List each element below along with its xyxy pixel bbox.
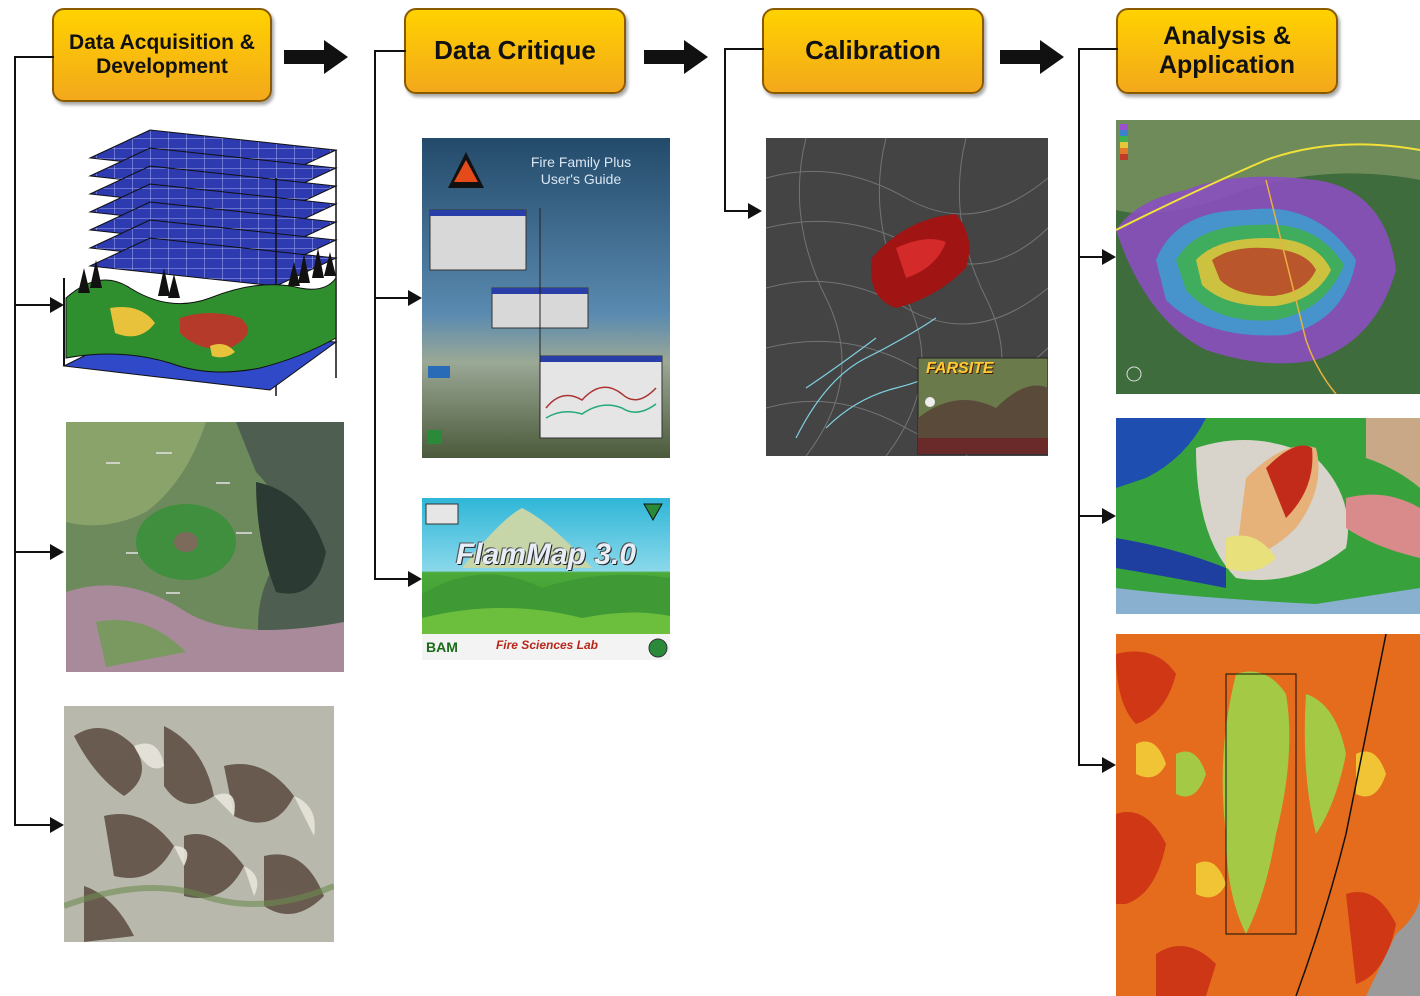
connector-line (1078, 48, 1118, 50)
connector-line (724, 48, 726, 212)
flammap-title: FlamMap 3.0 (455, 538, 637, 571)
connector-line (14, 56, 54, 58)
stage-data-acquisition: Data Acquisition & Development (52, 8, 272, 102)
farsite-title: FARSITE (926, 360, 994, 377)
stage-data-critique: Data Critique (404, 8, 626, 94)
flammap-lab: Fire Sciences Lab (495, 638, 599, 652)
stage-label: Calibration (805, 35, 941, 66)
connector-arrowhead (1102, 249, 1116, 265)
satellite-map-image (66, 422, 344, 672)
connector-arrowhead (50, 297, 64, 313)
stage-label-line2: Application (1158, 51, 1296, 79)
title-line2: User's Guide (540, 170, 622, 187)
stage-label-line1: Data Acquisition & (69, 30, 255, 54)
connector-line (1078, 515, 1104, 517)
connector-line (14, 824, 54, 826)
fire-progression-satellite-map (1116, 120, 1420, 394)
fire-behavior-3d-terrain (1116, 418, 1420, 614)
stage-label-line2: Development (96, 55, 228, 78)
connector-line (14, 551, 54, 553)
connector-arrowhead (1102, 757, 1116, 773)
flow-arrow-2 (644, 40, 708, 74)
stage-label-line1: Analysis & (1163, 22, 1291, 51)
connector-line (1078, 48, 1080, 766)
stage-calibration: Calibration (762, 8, 984, 94)
connector-line (374, 578, 410, 580)
flammap-splash: BAM FlamMap 3.0 Fire Sciences Lab (422, 498, 670, 660)
connector-line (724, 210, 750, 212)
flow-arrow-1 (284, 40, 348, 74)
connector-line (374, 50, 376, 580)
connector-line (724, 48, 764, 50)
connector-line (14, 56, 16, 826)
flow-arrow-3 (1000, 40, 1064, 74)
stage-analysis-application: Analysis & Application (1116, 8, 1338, 94)
connector-arrowhead (50, 817, 64, 833)
connector-line (374, 50, 406, 52)
calibration-fire-map: FARSITE (766, 138, 1048, 456)
fire-hazard-raster-map (1116, 634, 1420, 996)
connector-arrowhead (408, 571, 422, 587)
terrain-hillshade-image (64, 706, 334, 942)
connector-arrowhead (408, 290, 422, 306)
connector-line (1078, 256, 1104, 258)
title-line1: Fire Family Plus (530, 154, 632, 170)
connector-line (374, 297, 410, 299)
svg-text:BAM: BAM (426, 639, 458, 655)
connector-line (14, 304, 54, 306)
grid-layers (88, 129, 338, 287)
fire-family-plus-title: Fire Family Plus User's Guide (496, 154, 666, 188)
fire-family-plus-cover: Fire Family Plus User's Guide (422, 138, 670, 458)
layered-grid-illustration (60, 128, 342, 398)
connector-arrowhead (748, 203, 762, 219)
connector-line (1078, 764, 1104, 766)
connector-arrowhead (1102, 508, 1116, 524)
stage-label: Data Critique (434, 35, 596, 66)
connector-arrowhead (50, 544, 64, 560)
